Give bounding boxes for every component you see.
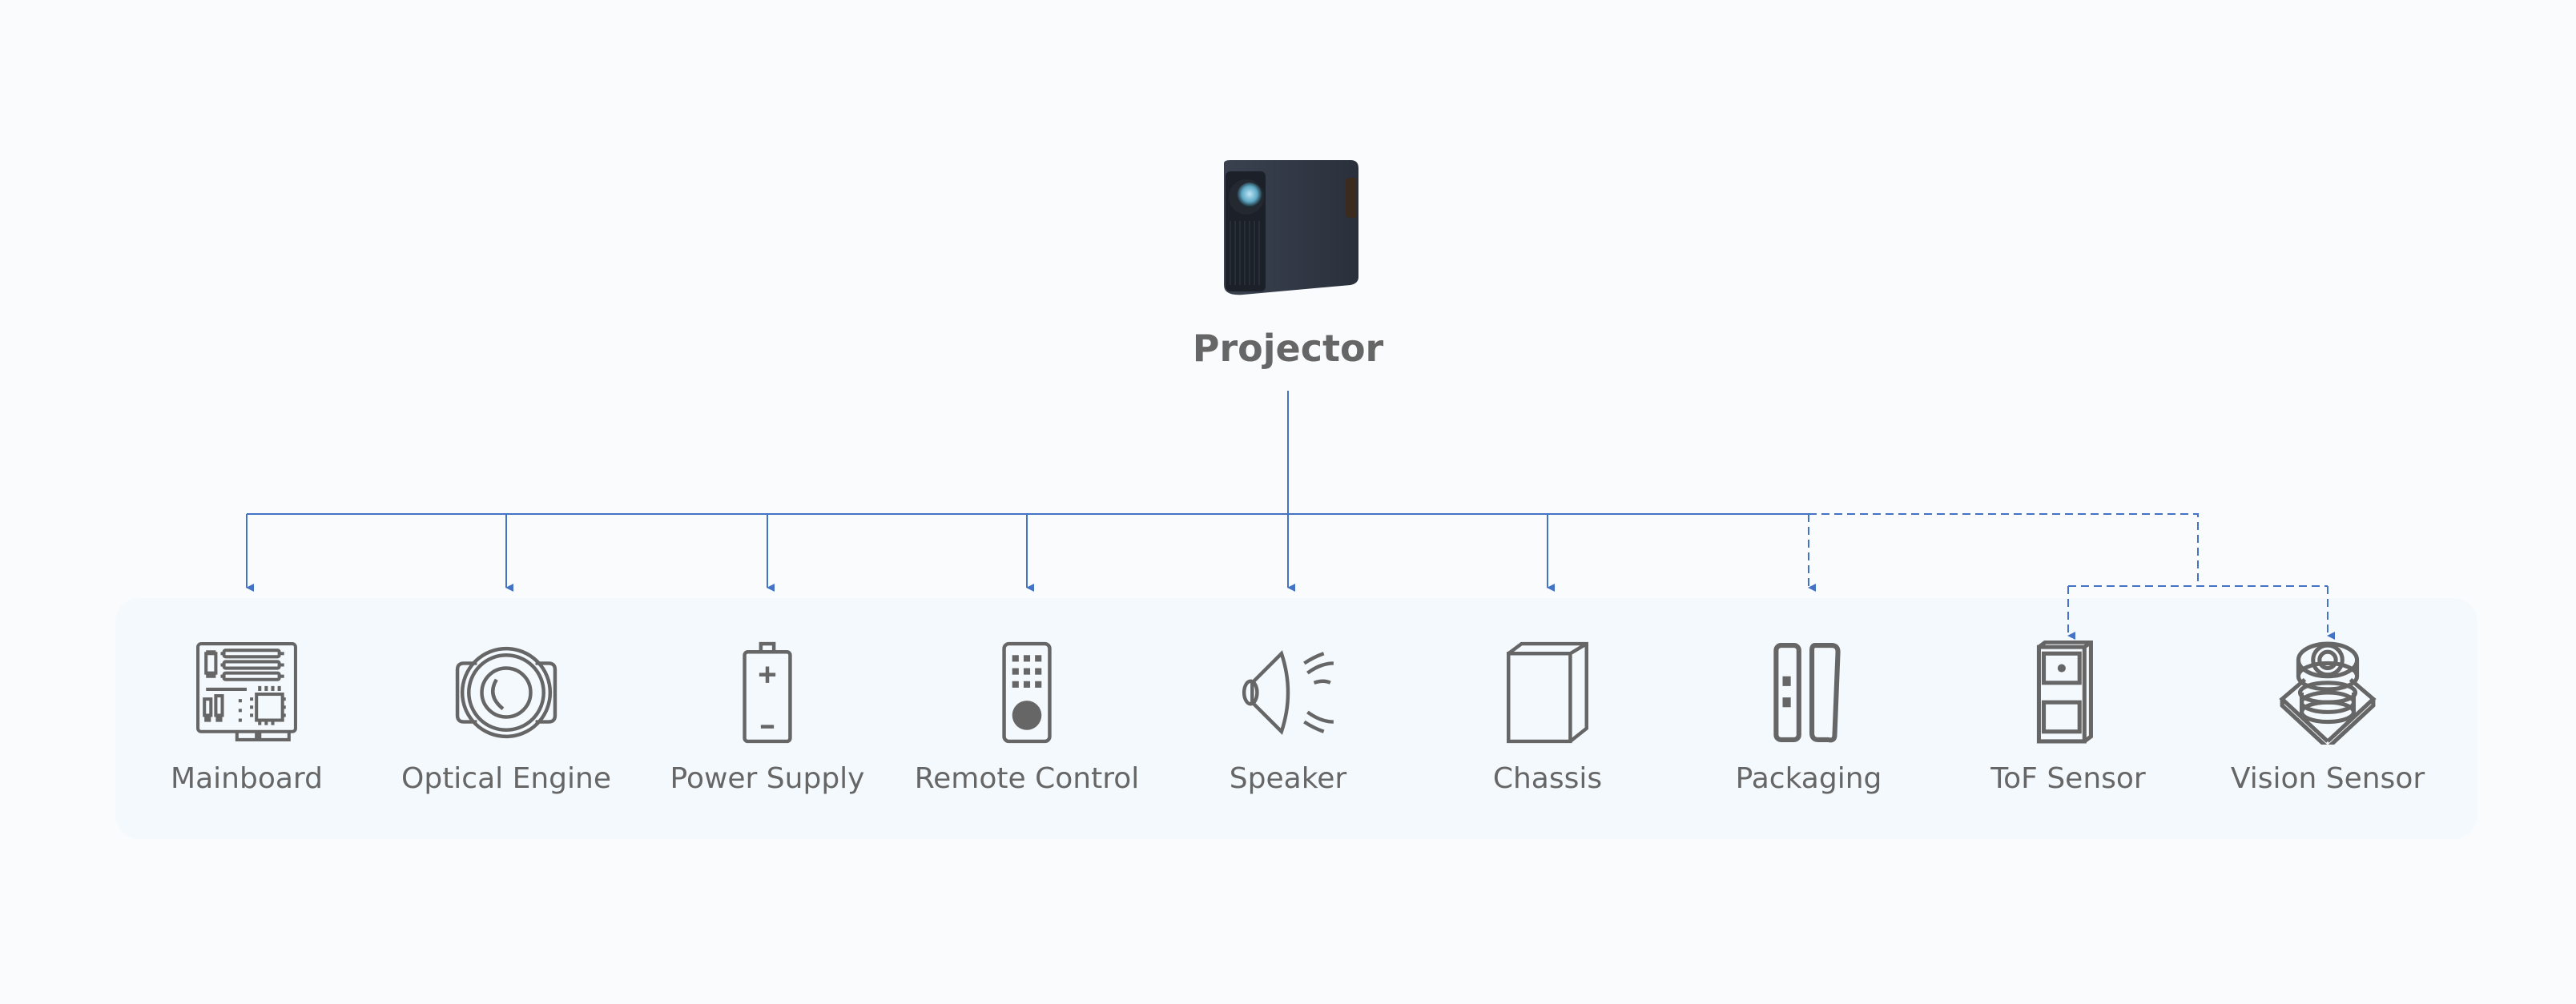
dashed-branch	[1809, 513, 2199, 586]
root-label: Projector	[1192, 327, 1384, 370]
battery-icon	[743, 641, 792, 744]
node-optical-engine: Optical Engine	[378, 641, 634, 795]
node-label: Power Supply	[670, 762, 865, 795]
projector-image	[1224, 160, 1358, 295]
speaker-icon	[1242, 650, 1334, 735]
circuit-board-icon	[196, 642, 297, 741]
node-chassis: Chassis	[1419, 641, 1676, 795]
node-label: Chassis	[1492, 762, 1603, 795]
node-label: Packaging	[1735, 762, 1882, 795]
node-label: Remote Control	[914, 762, 1140, 795]
node-tof-sensor: ToF Sensor	[1940, 641, 2196, 795]
node-label: Speaker	[1229, 762, 1347, 795]
node-packaging: Packaging	[1680, 641, 1937, 795]
packaging-icon	[1773, 643, 1841, 743]
tof-sensor-icon	[2036, 641, 2093, 744]
camera-lens-icon	[2279, 641, 2377, 745]
node-label: Mainboard	[171, 762, 323, 795]
node-remote-control: Remote Control	[899, 641, 1155, 795]
remote-icon	[1002, 641, 1052, 744]
node-speaker: Speaker	[1160, 641, 1416, 795]
node-mainboard: Mainboard	[119, 641, 375, 795]
node-label: Vision Sensor	[2230, 762, 2425, 795]
lens-icon	[455, 646, 557, 739]
node-power-supply: Power Supply	[639, 641, 896, 795]
node-label: Optical Engine	[401, 762, 611, 795]
node-label: ToF Sensor	[1990, 762, 2146, 795]
node-vision-sensor: Vision Sensor	[2200, 641, 2456, 795]
box-icon	[1507, 641, 1588, 744]
